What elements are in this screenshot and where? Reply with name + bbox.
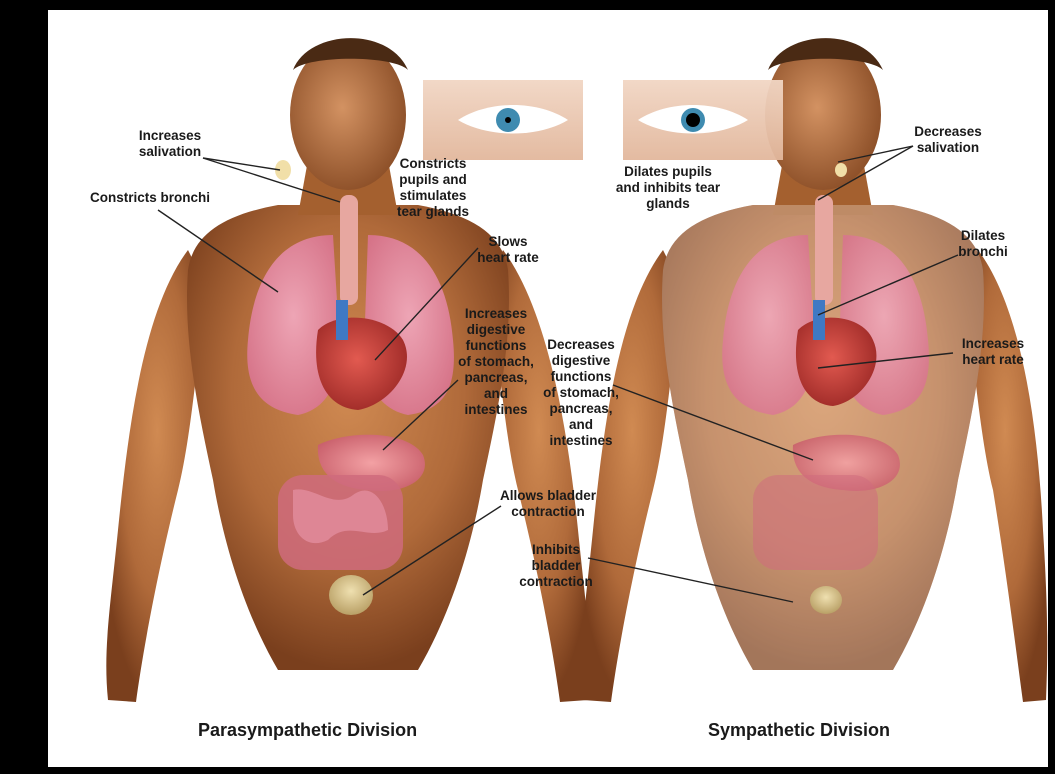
figure-panel: Increases salivation Constricts bronchi …: [48, 10, 1048, 767]
label-para-bronchi: Constricts bronchi: [90, 190, 250, 206]
title-sympathetic: Sympathetic Division: [708, 720, 890, 741]
label-symp-heart: Increases heart rate: [943, 336, 1043, 368]
label-para-salivation: Increases salivation: [120, 128, 220, 160]
label-symp-bladder: Inhibits bladder contraction: [511, 542, 601, 590]
label-para-heart: Slows heart rate: [468, 234, 548, 266]
eyes-constricted: [423, 80, 583, 160]
label-symp-digestive: Decreases digestive functions of stomach…: [531, 337, 631, 449]
label-symp-salivation: Decreases salivation: [898, 124, 998, 156]
title-parasympathetic: Parasympathetic Division: [198, 720, 417, 741]
label-para-bladder: Allows bladder contraction: [483, 488, 613, 520]
eyes-dilated: [623, 80, 783, 160]
label-para-pupils: Constricts pupils and stimulates tear gl…: [383, 156, 483, 220]
label-symp-pupils: Dilates pupils and inhibits tear glands: [603, 164, 733, 212]
label-symp-bronchi: Dilates bronchi: [938, 228, 1028, 260]
